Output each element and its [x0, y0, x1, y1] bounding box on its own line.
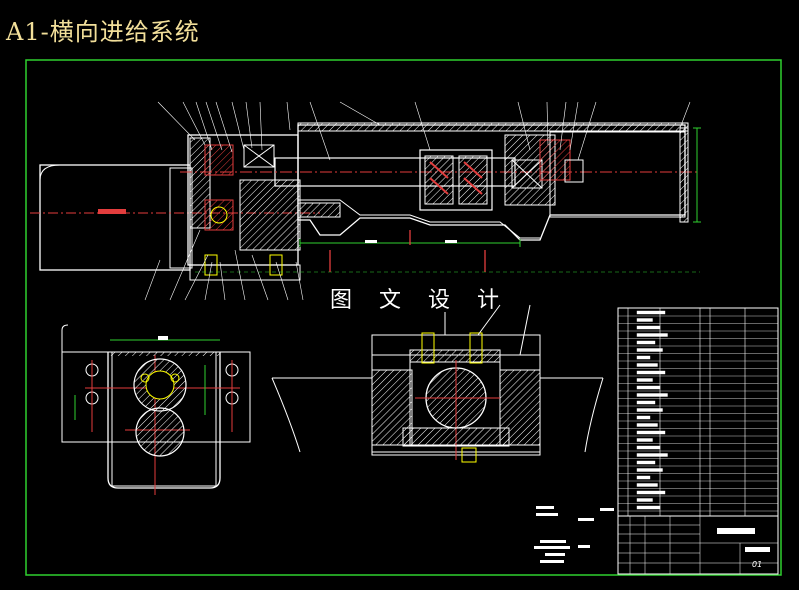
cross-section-view	[271, 304, 604, 463]
main-section-view	[30, 101, 701, 301]
table-cell-mark	[636, 370, 666, 375]
bolt-icon	[204, 254, 283, 276]
table-cell-mark	[636, 385, 661, 390]
table-cell-mark	[636, 400, 656, 405]
table-cell-mark	[636, 453, 668, 457]
end-view	[61, 324, 251, 495]
table-cell-mark	[636, 483, 658, 487]
table-cell-mark	[636, 415, 651, 420]
table-cell-mark	[636, 318, 653, 322]
table-cell-mark	[636, 490, 666, 495]
gear-icon	[204, 144, 234, 231]
table-cell-mark	[636, 340, 656, 345]
table-cell-mark	[636, 423, 658, 427]
table-cell-mark	[636, 310, 666, 315]
callout-leader-icon	[157, 101, 691, 161]
table-cell-mark	[636, 505, 661, 510]
table-cell-mark	[636, 363, 658, 367]
title-block	[617, 515, 779, 575]
technical-notes	[534, 506, 614, 563]
parts-list-table	[617, 307, 779, 517]
sheet-number: 01	[752, 560, 763, 569]
table-cell-mark	[636, 378, 653, 382]
table-cell-mark	[636, 408, 663, 412]
table-cell-mark	[636, 393, 668, 397]
bearing-icon	[243, 144, 275, 168]
table-cell-mark	[636, 468, 663, 472]
bolt-icon	[421, 332, 483, 364]
bearing-icon	[511, 159, 543, 189]
motor-body	[39, 164, 191, 271]
screw-nut	[419, 149, 493, 211]
table-cell-mark	[636, 325, 661, 330]
screw-housing	[297, 124, 686, 241]
table-cell-mark	[636, 475, 651, 480]
table-cell-mark	[636, 498, 653, 502]
table-cell-mark	[636, 445, 661, 450]
table-cell-mark	[636, 355, 651, 360]
watermark-text: 图 文 设 计	[330, 288, 509, 313]
table-cell-mark	[636, 460, 656, 465]
table-cell-mark	[636, 333, 668, 337]
drawing-frame	[25, 59, 782, 576]
page-title: A1-横向进给系统	[6, 18, 200, 46]
table-cell-mark	[636, 438, 653, 442]
table-cell-mark	[636, 348, 663, 352]
table-cell-mark	[636, 430, 666, 435]
